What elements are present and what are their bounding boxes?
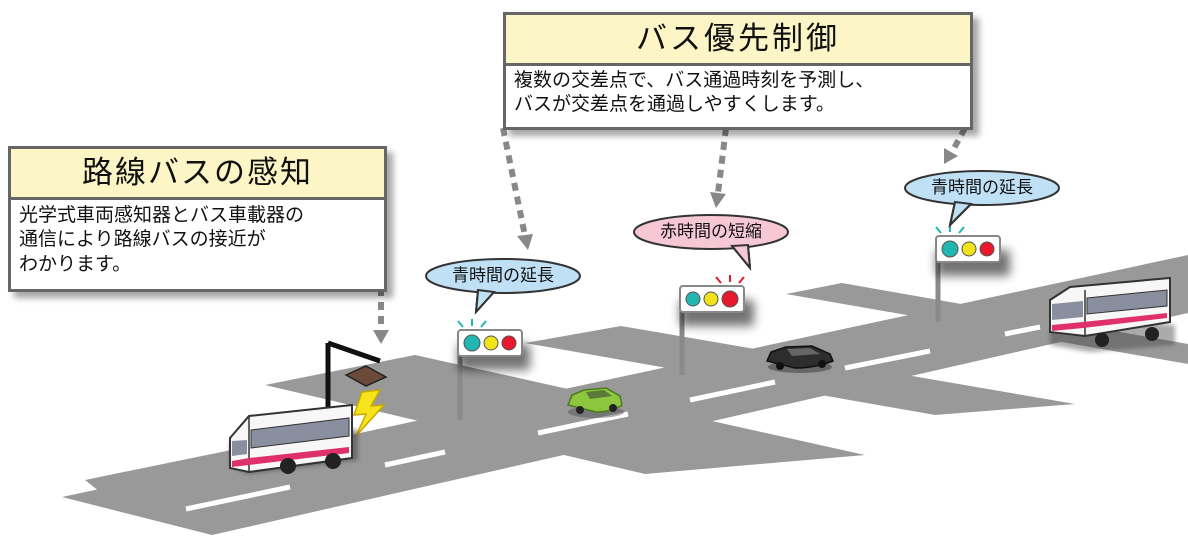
signal-lightning-icon <box>352 389 386 437</box>
optical-vehicle-sensor <box>325 340 388 437</box>
bus-priority-title: バス優先制御 <box>506 15 970 66</box>
bubble-shapes <box>425 170 1060 315</box>
road-network <box>62 255 1188 535</box>
sensor-head-icon <box>344 365 388 387</box>
dotted-arrows <box>373 126 968 344</box>
traffic-signal-2 <box>679 275 754 375</box>
green-extension-label-2: 青時間の延長 <box>931 178 1033 198</box>
green-extension-label-1: 青時間の延長 <box>452 266 554 286</box>
red-shortening-label: 赤時間の短縮 <box>660 222 762 242</box>
bus-approaching <box>229 403 358 474</box>
traffic-signal-3 <box>935 225 1010 322</box>
bus-priority-box: バス優先制御 複数の交差点で、バス通過時刻を予測し、 バスが交差点を通過しやすく… <box>503 12 973 130</box>
traffic-signal-1 <box>457 319 530 420</box>
cross-street-1 <box>265 355 865 474</box>
car-green <box>566 387 624 418</box>
bus-detection-description: 光学式車両感知器とバス車載器の 通信により路線バスの接近が わかります。 <box>19 204 305 275</box>
bus-detection-title: 路線バスの感知 <box>11 149 384 200</box>
bus-detection-box: 路線バスの感知 光学式車両感知器とバス車載器の 通信により路線バスの接近が わか… <box>8 146 387 292</box>
main-road <box>62 255 1188 535</box>
car-dark <box>765 345 834 373</box>
bus-priority-description: 複数の交差点で、バス通過時刻を予測し、 バスが交差点を通過しやすくします。 <box>514 69 875 116</box>
bus-far <box>1049 276 1175 352</box>
lane-markings <box>185 324 1041 512</box>
